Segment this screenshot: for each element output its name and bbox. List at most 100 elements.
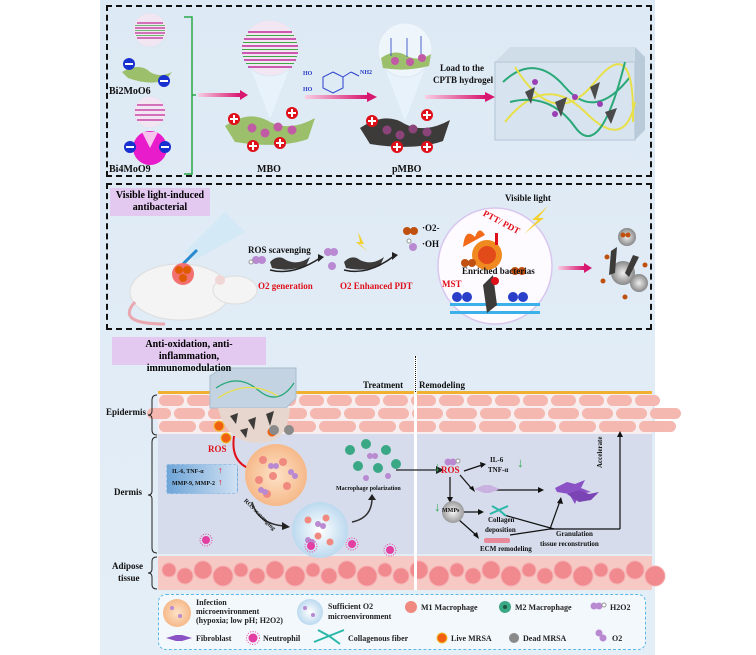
epidermal-cell [523, 395, 548, 406]
adipocyte [500, 565, 522, 587]
bi2moo6-label: Bi2MoO6 [109, 86, 151, 97]
epidermal-cell [147, 408, 171, 419]
adipocyte [553, 560, 573, 580]
visible-light-label: Visible light [505, 193, 551, 203]
ros-remodel-label: ROS [441, 465, 460, 475]
banner-line2: immunomodulation [146, 363, 232, 374]
adipocyte [464, 567, 482, 585]
epidermal-cell [439, 395, 464, 406]
adipocyte [392, 567, 410, 585]
adipocyte [572, 565, 594, 587]
epidermal-cell [159, 421, 196, 432]
load-label-line2: CPTB hydrogel [433, 75, 494, 85]
positive-charge-icon [421, 109, 433, 121]
macrophage-cluster [345, 439, 401, 481]
epidermal-cell [378, 408, 409, 419]
legend-m1: M1 Macrophage [421, 603, 478, 612]
cytokine-box [166, 464, 238, 494]
down-arrow-icon: ↓ [434, 499, 441, 514]
epidermal-cell [616, 408, 647, 419]
pmbo-illustration [360, 22, 450, 147]
legend-sufficient-2: microenvironment [328, 612, 392, 621]
collagenous-fiber-legend-icon [313, 629, 345, 645]
dopamine-ho-1: HO [303, 71, 313, 77]
legend-h2o2: H2O2 [610, 603, 631, 612]
dopamine-ho-2: HO [303, 87, 313, 93]
epidermal-cell [399, 421, 436, 432]
hydrogel-cube [494, 47, 645, 141]
banner-line2: antibacterial [132, 202, 188, 213]
stratum-corneum [158, 391, 652, 394]
down-arrow-icon: ↓ [517, 455, 524, 470]
epidermal-cell [310, 408, 341, 419]
sufficient-o2-sphere [292, 502, 348, 558]
epidermal-cell [650, 408, 681, 419]
collagen-label-2: deposition [485, 526, 516, 534]
adipose-cells [161, 560, 666, 587]
banner-line1: Anti-oxidation, anti-inflammation, [145, 339, 233, 362]
neutrophil-icon [199, 533, 213, 547]
mmps-label: MMPs [442, 508, 460, 514]
epidermal-cell [479, 421, 516, 432]
epidermal-cell [551, 395, 576, 406]
middle-panel [106, 183, 652, 330]
bi2moo6-illustration [122, 12, 172, 83]
dopamine-structure [322, 71, 360, 94]
legend-infection-3: (hypoxia; low pH; H2O2) [196, 616, 283, 625]
o2-enhanced-pdt-label: O2 Enhanced PDT [340, 281, 413, 291]
epidermal-cell [480, 408, 511, 419]
legend-infection-1: Infection [196, 598, 227, 607]
epidermal-cell [519, 421, 556, 432]
treatment-to-remodel-arrow [396, 466, 444, 474]
epidermal-cell [446, 408, 477, 419]
legend-dead-mrsa: Dead MRSA [523, 634, 567, 643]
legend-o2: O2 [612, 634, 623, 643]
adipocyte [284, 565, 306, 587]
positive-charge-icon [247, 140, 259, 152]
epidermal-cell [355, 395, 380, 406]
mst-label: MST [442, 279, 462, 289]
live-mrsa-icon [213, 420, 225, 432]
negative-charge-icon [159, 141, 171, 153]
il6-label: IL-6 [490, 456, 504, 464]
epidermal-cell [411, 395, 436, 406]
fibroblast-legend-icon [166, 635, 192, 641]
polarization-arrow [351, 494, 376, 523]
legend-fibroblast: Fibroblast [196, 634, 232, 643]
anti-oxidation-banner: Anti-oxidation, anti-inflammation, immun… [112, 337, 266, 374]
superoxide-label: ·O2- [422, 223, 440, 233]
arrow-right-icon [198, 90, 248, 100]
arrow-right-icon [558, 263, 592, 273]
up-arrow-icon: ↑ [218, 465, 223, 475]
dead-mrsa-icon [284, 425, 294, 435]
adipocyte [481, 560, 501, 580]
infection-legend-icon [163, 599, 191, 627]
down-arrow-icon: ↓ [434, 459, 441, 474]
o2-generation-label: O2 generation [258, 281, 313, 291]
h2o2-legend-icon [590, 602, 607, 610]
cytokines-line2: MMP-9, MMP-2 [172, 481, 215, 487]
epidermal-cell [495, 395, 520, 406]
adipocyte [193, 560, 213, 580]
epidermal-cell [327, 395, 352, 406]
dopamine-nh2: NH2 [360, 70, 372, 76]
epidermal-cell [579, 395, 604, 406]
positive-charge-icon [228, 113, 240, 125]
positive-charge-icon [421, 141, 433, 153]
epidermal-cell [359, 421, 396, 432]
epidermal-cell [582, 408, 613, 419]
arrow-right-icon [305, 92, 377, 102]
enriched-bacteria-circle [437, 207, 553, 325]
legend [158, 594, 646, 650]
neutrophil-icon [304, 539, 318, 553]
negative-charge-icon [158, 75, 170, 87]
legend-m2: M2 Macrophage [515, 603, 572, 612]
epidermal-cell [599, 421, 636, 432]
neutrophil-legend-icon [246, 631, 260, 645]
granulation-label-2: tissue reconstrution [540, 540, 599, 548]
adipocyte [625, 560, 645, 580]
ros-scavenging-label: ROS scavenging [248, 245, 311, 255]
epidermal-cell [439, 421, 476, 432]
m2-macrophage-icon [499, 601, 511, 613]
adipose-label-line2: tissue [118, 573, 140, 583]
